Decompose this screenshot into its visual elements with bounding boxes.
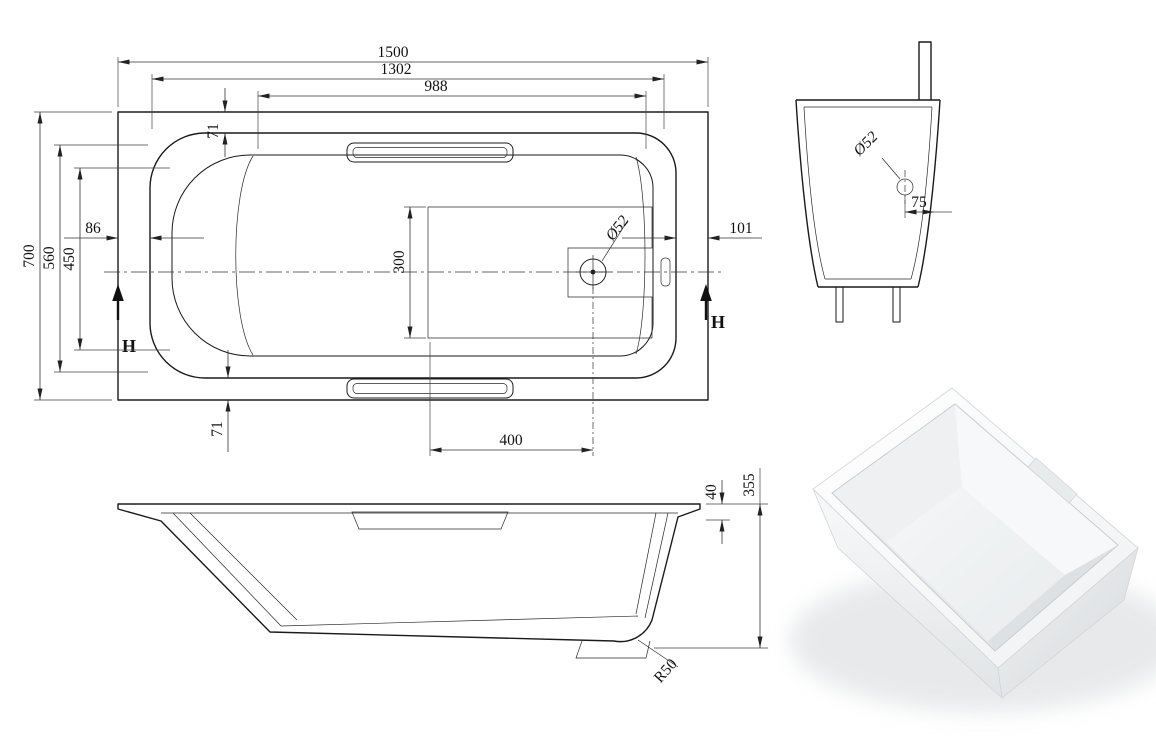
end-inner-lines [803, 106, 933, 280]
dim-corner-radius: R50 [651, 656, 681, 687]
dim-overall-length: 1500 [378, 44, 409, 61]
dim-rim-offset-bottom: 71 [209, 421, 226, 437]
backrest-curve [235, 155, 254, 356]
side-foot [575, 640, 651, 659]
radius-leader [637, 639, 679, 668]
overflow-leader [881, 157, 901, 180]
render-3d [790, 387, 1156, 712]
section-arrow-right [700, 284, 712, 320]
basin-wall-far-right [955, 404, 1118, 575]
dim-overall-height: 355 [741, 473, 758, 497]
dim-overflow-offset: 75 [911, 194, 927, 211]
side-profile [117, 503, 701, 643]
basin-wall-near-right [988, 545, 1118, 651]
dimension-lines [37, 59, 762, 453]
section-label-left: H [122, 336, 136, 356]
dim-basin-width: 450 [61, 247, 78, 271]
dim-overflow-diameter: Ø52 [850, 128, 882, 160]
dim-rim-height: 40 [703, 484, 720, 500]
dim-antislip-length: 400 [499, 432, 523, 449]
tub-apron-outline [117, 111, 709, 401]
basin-opening-edge [831, 403, 1119, 652]
plan-view: H H [21, 44, 762, 456]
dim-rim-offset-top: 71 [205, 123, 222, 139]
basin-floor [886, 487, 1065, 641]
basin-wall-far-left [832, 404, 962, 542]
section-label-right: H [711, 312, 725, 332]
section-arrow-left [112, 284, 124, 320]
render-grip-handle [1027, 457, 1078, 504]
dim-rim-length: 1302 [381, 61, 412, 78]
end-rim-tab [918, 41, 932, 100]
dim-basin-length: 988 [424, 78, 448, 95]
tub-basin-edge [171, 154, 654, 357]
dim-left-offset: 86 [85, 220, 101, 237]
dim-right-offset: 101 [729, 220, 752, 237]
antislip-area [427, 206, 653, 339]
end-wall-left [795, 99, 819, 288]
dim-rim-width: 560 [41, 246, 58, 270]
dim-drain-diameter: Ø52 [602, 212, 633, 244]
end-foot-right [892, 286, 901, 323]
extension-lines [34, 57, 709, 456]
end-foot-left [835, 286, 844, 323]
end-view: Ø52 75 [795, 41, 952, 323]
side-grip-handle [351, 511, 509, 530]
side-elevation: 40 355 R50 [117, 468, 768, 687]
dim-overall-width: 700 [21, 244, 38, 268]
tub-rim-outer [149, 132, 677, 379]
dim-antislip-width: 300 [391, 250, 408, 274]
grip-handle-top [346, 142, 514, 163]
side-inner-lines [161, 512, 678, 627]
overflow-slot [660, 257, 671, 287]
foot-end-curve [635, 156, 646, 355]
